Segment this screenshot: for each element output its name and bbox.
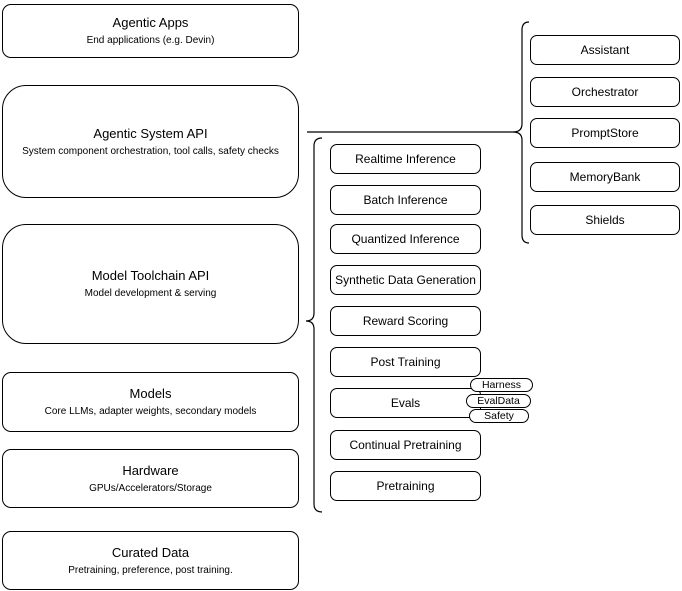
layer-subtitle: System component orchestration, tool cal… bbox=[22, 145, 279, 157]
component-label: Reward Scoring bbox=[362, 314, 449, 328]
layer-title: Model Toolchain API bbox=[91, 268, 210, 283]
system-box-memorybank: MemoryBank bbox=[530, 162, 680, 192]
eval-badge-label: Harness bbox=[481, 379, 522, 391]
component-box-evals: Evals bbox=[330, 388, 481, 418]
eval-badge-label: Safety bbox=[484, 410, 514, 422]
system-brace bbox=[512, 21, 530, 244]
eval-badge-harness: Harness bbox=[470, 378, 533, 392]
layer-box-curated-data: Curated Data Pretraining, preference, po… bbox=[2, 531, 299, 590]
component-label: Pretraining bbox=[376, 479, 435, 493]
toolchain-brace bbox=[305, 137, 323, 513]
eval-badge-safety: Safety bbox=[469, 409, 529, 423]
system-box-orchestrator: Orchestrator bbox=[530, 77, 680, 107]
layer-title: Curated Data bbox=[111, 544, 190, 560]
layer-subtitle: Model development & serving bbox=[84, 288, 217, 299]
layer-box-hardware: Hardware GPUs/Accelerators/Storage bbox=[2, 449, 299, 508]
component-box-batch-inference: Batch Inference bbox=[330, 185, 481, 215]
component-box-synthetic-data-generation: Synthetic Data Generation bbox=[330, 265, 481, 295]
system-label: MemoryBank bbox=[569, 170, 641, 184]
layer-title: Models bbox=[129, 386, 172, 401]
component-label: Continual Pretraining bbox=[349, 438, 462, 452]
system-box-promptstore: PromptStore bbox=[530, 118, 680, 148]
system-label: Shields bbox=[585, 213, 625, 227]
system-label: PromptStore bbox=[571, 126, 639, 140]
system-box-assistant: Assistant bbox=[530, 35, 680, 65]
layer-subtitle: Pretraining, preference, post training. bbox=[68, 564, 233, 576]
component-box-pretraining: Pretraining bbox=[330, 471, 481, 501]
layer-title: Hardware bbox=[122, 462, 179, 478]
layer-subtitle: End applications (e.g. Devin) bbox=[86, 35, 215, 46]
eval-badge-label: EvalData bbox=[477, 395, 520, 407]
system-label: Assistant bbox=[580, 43, 630, 57]
layer-subtitle: GPUs/Accelerators/Storage bbox=[89, 482, 212, 494]
component-label: Synthetic Data Generation bbox=[335, 273, 476, 287]
layer-box-agentic-system-api: Agentic System API System component orch… bbox=[2, 85, 299, 198]
component-label: Evals bbox=[390, 396, 421, 410]
component-label: Post Training bbox=[370, 355, 441, 369]
component-box-realtime-inference: Realtime Inference bbox=[330, 144, 481, 174]
system-box-shields: Shields bbox=[530, 205, 680, 235]
layer-box-models: Models Core LLMs, adapter weights, secon… bbox=[2, 372, 299, 432]
component-box-reward-scoring: Reward Scoring bbox=[330, 306, 481, 336]
eval-badge-evaldata: EvalData bbox=[466, 394, 531, 408]
layer-box-model-toolchain-api: Model Toolchain API Model development & … bbox=[2, 224, 299, 344]
component-label: Realtime Inference bbox=[355, 152, 456, 166]
layer-title: Agentic Apps bbox=[112, 15, 189, 30]
system-label: Orchestrator bbox=[571, 85, 639, 99]
component-label: Batch Inference bbox=[363, 193, 448, 207]
component-box-continual-pretraining: Continual Pretraining bbox=[330, 430, 481, 460]
component-label: Quantized Inference bbox=[351, 232, 460, 246]
component-box-post-training: Post Training bbox=[330, 347, 481, 377]
layer-box-agentic-apps: Agentic Apps End applications (e.g. Devi… bbox=[2, 4, 299, 58]
component-box-quantized-inference: Quantized Inference bbox=[330, 224, 481, 254]
layer-title: Agentic System API bbox=[93, 125, 208, 141]
layer-subtitle: Core LLMs, adapter weights, secondary mo… bbox=[44, 406, 257, 417]
